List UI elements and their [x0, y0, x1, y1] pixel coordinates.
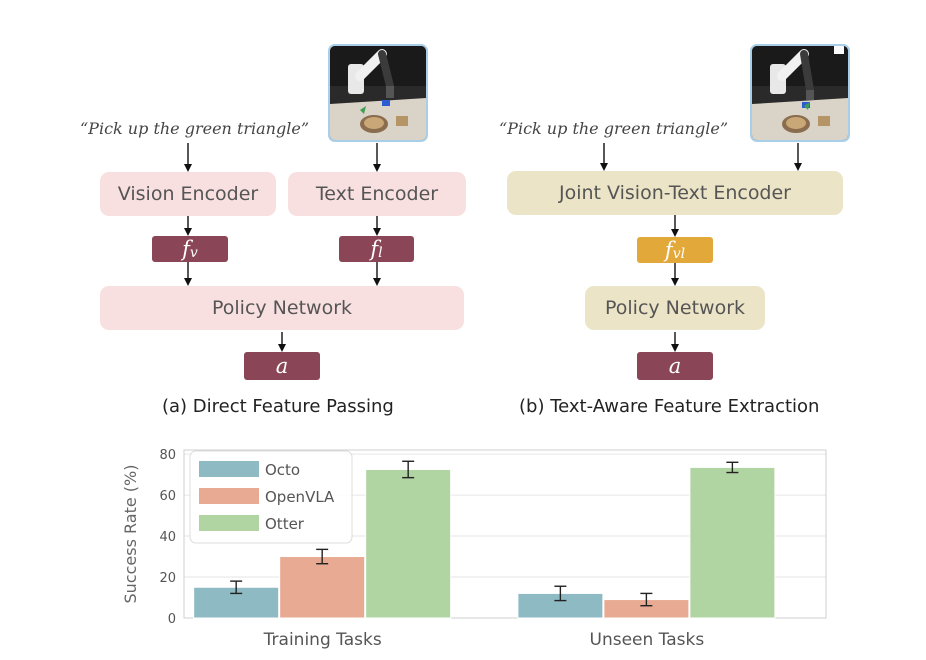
- robot-scene-illustration: [330, 46, 426, 140]
- y-tick-label: 80: [159, 448, 176, 463]
- error-bars: [230, 460, 739, 607]
- legend-label-octo: Octo: [265, 461, 300, 479]
- y-tick-label: 60: [159, 489, 176, 504]
- feature-symbol: f: [370, 237, 379, 261]
- plot-area-frame: [183, 449, 827, 619]
- robot-scene-illustration: [752, 46, 848, 140]
- caption-a: (a) Direct Feature Passing: [162, 396, 394, 417]
- y-tick-labels: 0 20 40 60 80: [159, 448, 176, 627]
- robot-camera-image-a: [328, 44, 428, 142]
- policy-network-box-b: Policy Network: [585, 286, 765, 330]
- joint-vision-text-encoder-box: Joint Vision-Text Encoder: [507, 171, 843, 215]
- legend-label-openvla: OpenVLA: [265, 488, 335, 506]
- y-tick-label: 40: [159, 530, 176, 545]
- x-tick-label: Unseen Tasks: [590, 630, 705, 650]
- text-encoder-box: Text Encoder: [288, 172, 466, 216]
- vision-encoder-box: Vision Encoder: [100, 172, 276, 216]
- y-tick-label: 0: [168, 612, 176, 627]
- robot-camera-image-b: [750, 44, 850, 142]
- policy-network-box-a: Policy Network: [100, 286, 464, 330]
- bar-openvla-0: [279, 556, 366, 619]
- bar-otter-1: [689, 466, 776, 619]
- y-axis-label: Success Rate (%): [121, 465, 140, 604]
- x-tick-labels: Training Tasks Unseen Tasks: [263, 630, 705, 650]
- flow-arrows: [184, 143, 802, 352]
- caption-b: (b) Text-Aware Feature Extraction: [519, 396, 820, 417]
- instruction-text-a: “Pick up the green triangle”: [80, 119, 309, 138]
- action-output-a: a: [244, 352, 320, 380]
- legend-swatch-otter: [199, 515, 259, 531]
- feature-symbol: f: [664, 238, 673, 262]
- feature-symbol: f: [182, 237, 190, 261]
- y-tick-label: 20: [159, 571, 176, 586]
- legend-swatch-openvla: [199, 488, 259, 504]
- action-output-b: a: [637, 352, 713, 380]
- x-tick-label: Training Tasks: [263, 630, 382, 650]
- legend-swatch-octo: [199, 461, 259, 477]
- legend-label-otter: Otter: [265, 515, 305, 533]
- instruction-text-b: “Pick up the green triangle”: [499, 119, 728, 138]
- success-rate-bar-chart: 0 20 40 60 80 Training Tasks Unseen Tasks Suc…: [121, 448, 827, 650]
- bar-otter-0: [365, 468, 452, 619]
